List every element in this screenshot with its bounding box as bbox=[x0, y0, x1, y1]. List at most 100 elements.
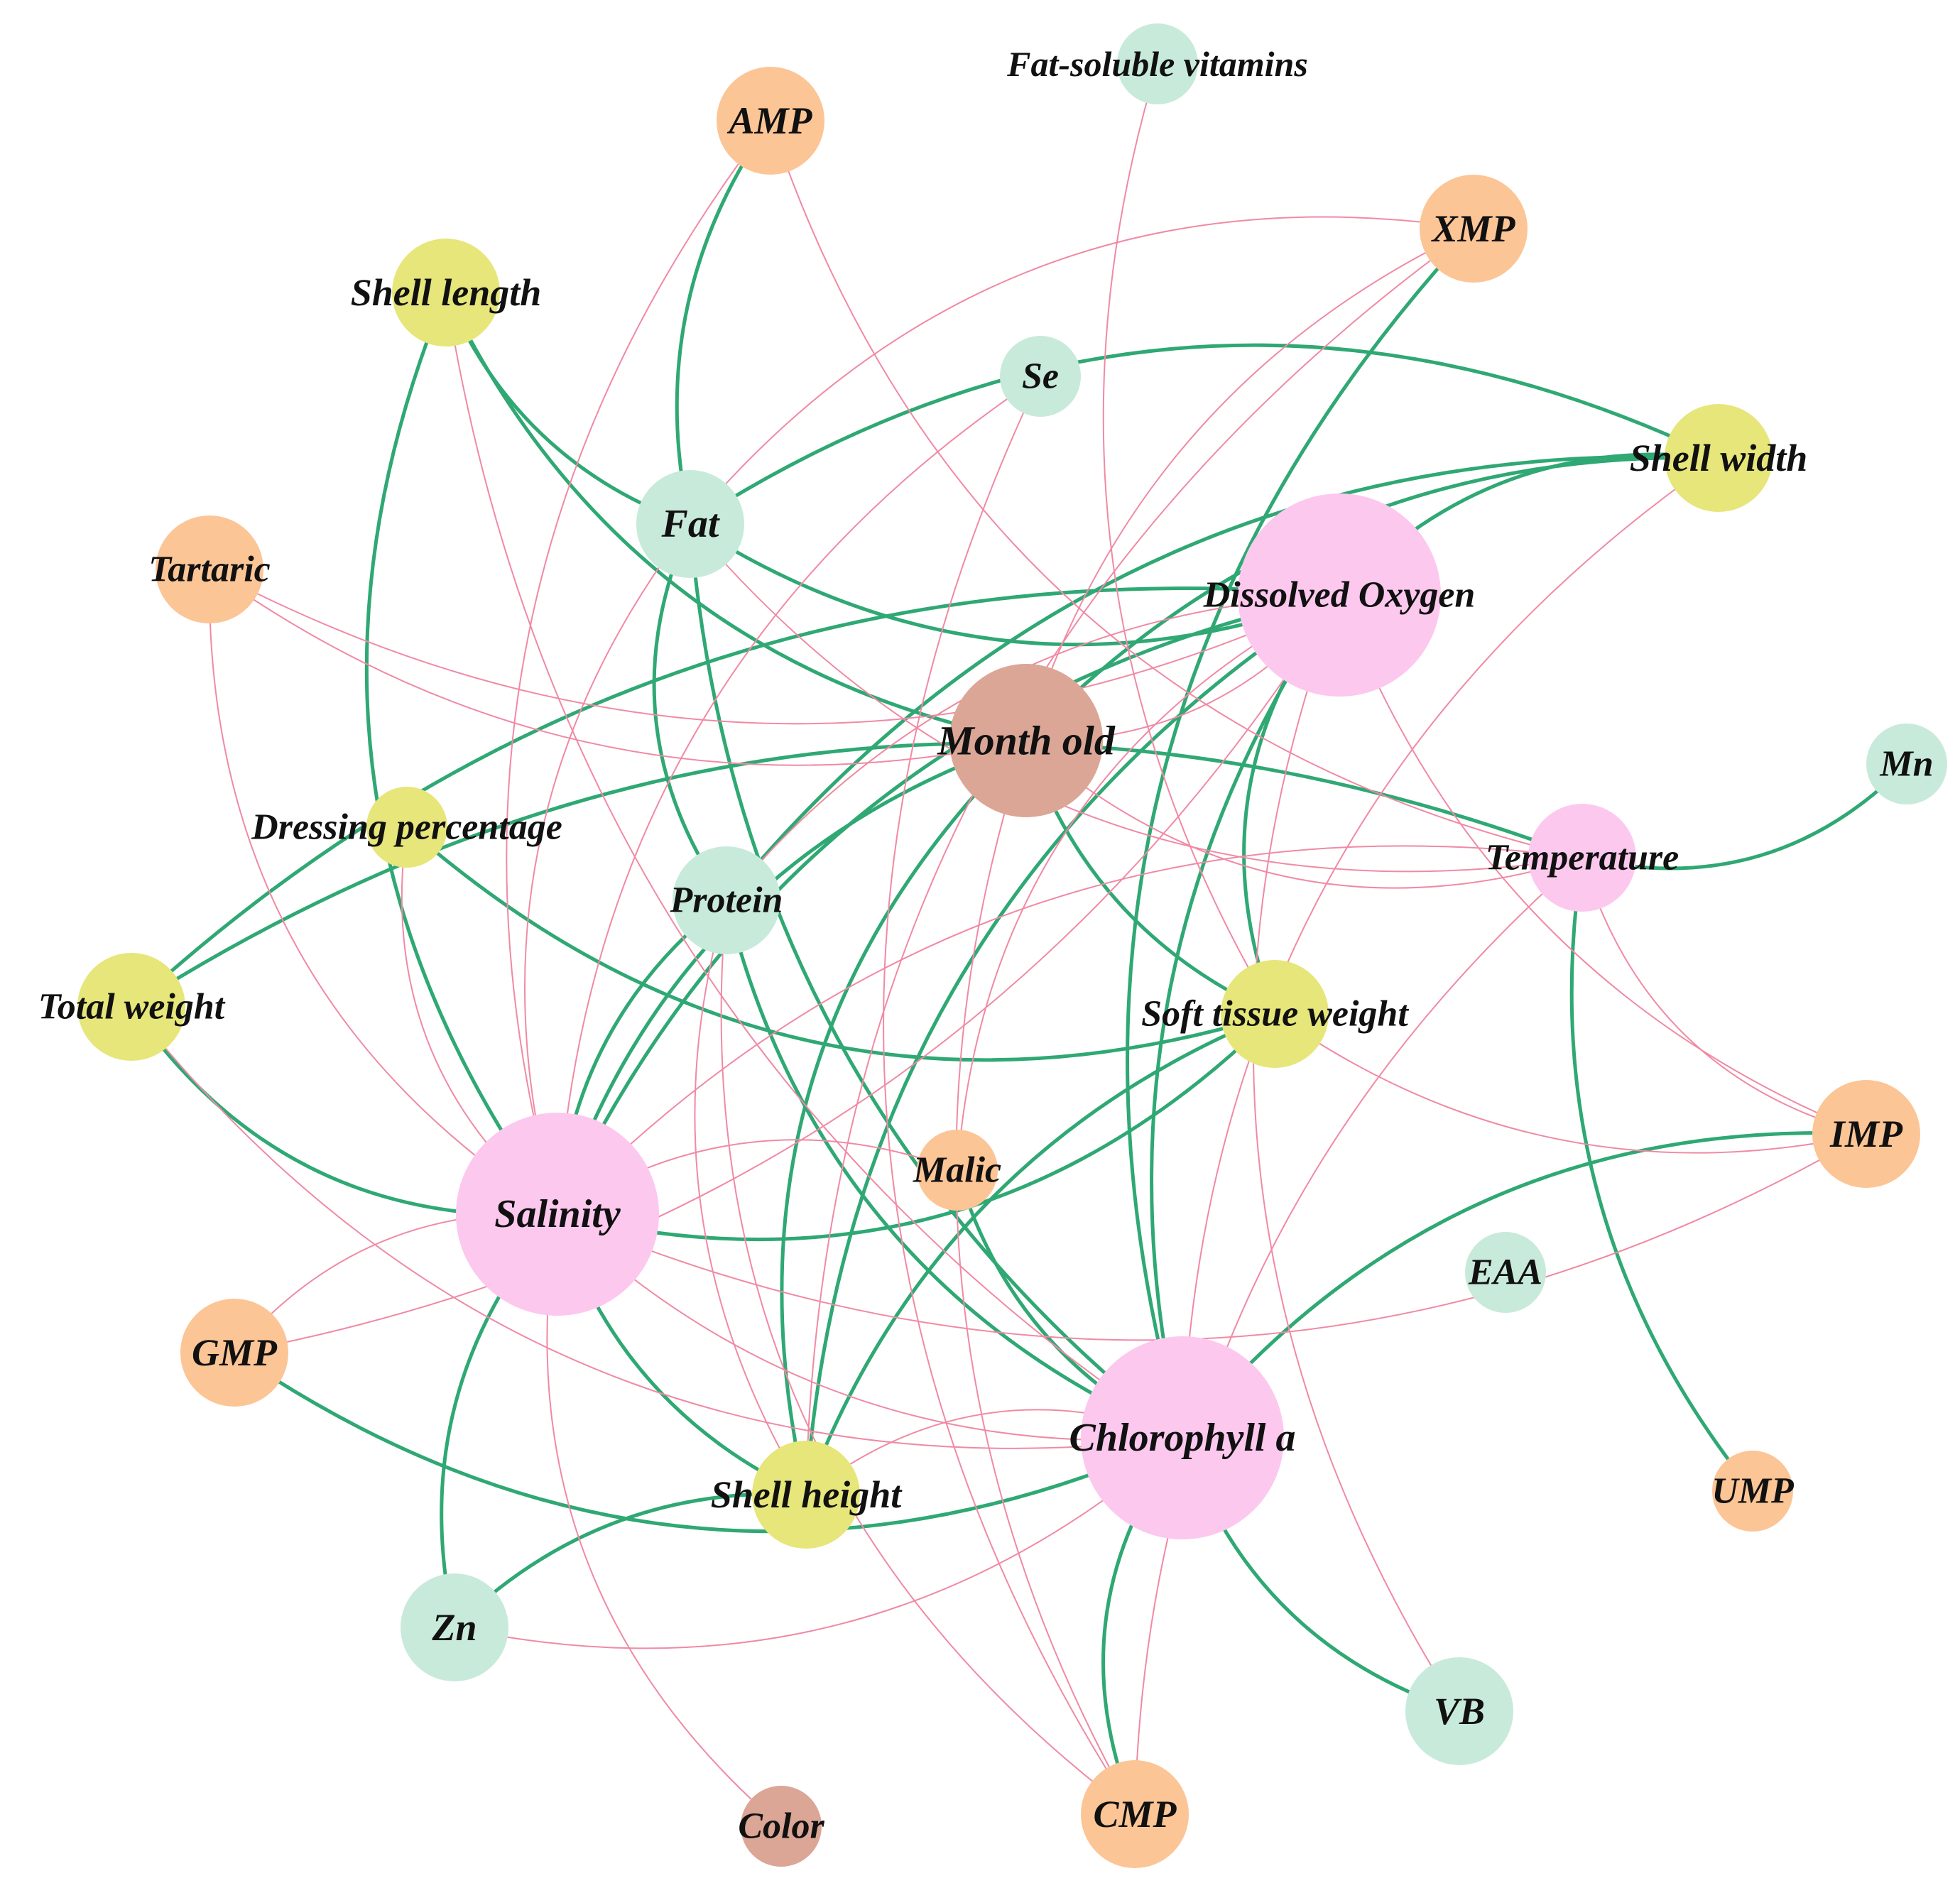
edge-fat-protein bbox=[652, 523, 729, 902]
node-fat-soluble-vitamins: Fat-soluble vitamins bbox=[1006, 23, 1308, 104]
node-fat: Fat bbox=[636, 470, 744, 578]
edge-temperature-total-weight bbox=[130, 741, 1583, 1009]
node-circle-protein bbox=[673, 846, 780, 954]
node-label-imp: IMP bbox=[1829, 1113, 1903, 1155]
node-label-fat: Fat bbox=[661, 502, 720, 546]
edge-tartaric-salinity bbox=[208, 569, 558, 1215]
edge-amp-temperature bbox=[770, 120, 1583, 858]
node-label-shell-height: Shell height bbox=[711, 1473, 903, 1516]
edge-fat-salinity bbox=[524, 523, 691, 1215]
node-circle-fat bbox=[636, 470, 744, 578]
node-xmp: XMP bbox=[1420, 175, 1528, 283]
edge-dissolved-oxygen-chlorophyll-a bbox=[1150, 594, 1341, 1439]
edge-dissolved-oxygen-total-weight bbox=[130, 586, 1340, 1008]
edge-protein-cmp bbox=[720, 900, 1136, 1815]
edge-xmp-fat bbox=[690, 216, 1474, 525]
edge-zn-chlorophyll-a bbox=[454, 1437, 1183, 1649]
node-label-temperature: Temperature bbox=[1486, 838, 1679, 878]
node-color: Color bbox=[738, 1786, 824, 1867]
node-label-ump: UMP bbox=[1711, 1471, 1795, 1512]
edge-protein-shell-height bbox=[694, 900, 807, 1495]
edge-shell-width-fat bbox=[689, 343, 1720, 526]
node-label-dressing-percentage: Dressing percentage bbox=[251, 807, 562, 848]
edge-dressing-percentage-soft-tissue-weight bbox=[405, 826, 1275, 1062]
node-label-vb: VB bbox=[1434, 1690, 1485, 1733]
node-label-dissolved-oxygen: Dissolved Oxygen bbox=[1203, 575, 1476, 616]
node-tartaric: Tartaric bbox=[148, 515, 271, 623]
node-circle-shell-height bbox=[752, 1441, 860, 1549]
node-label-protein: Protein bbox=[670, 880, 783, 921]
node-circle-amp bbox=[717, 67, 824, 175]
node-circle-xmp bbox=[1420, 175, 1528, 283]
node-label-month-old: Month old bbox=[937, 718, 1116, 764]
node-total-weight: Total weight bbox=[38, 953, 226, 1061]
edge-dissolved-oxygen-vb bbox=[1253, 594, 1460, 1712]
node-vb: VB bbox=[1405, 1657, 1513, 1765]
edge-shell-width-chlorophyll-a bbox=[1182, 457, 1719, 1439]
edge-xmp-chlorophyll-a bbox=[1126, 227, 1475, 1439]
edge-amp-fat bbox=[675, 119, 773, 525]
edge-temperature-cmp bbox=[1134, 857, 1583, 1815]
edge-month-old-cmp bbox=[955, 740, 1136, 1815]
edge-gmp-dissolved-oxygen bbox=[234, 594, 1340, 1353]
node-shell-width: Shell width bbox=[1630, 404, 1807, 512]
node-circle-temperature bbox=[1528, 804, 1636, 912]
edge-month-old-shell-height bbox=[780, 739, 1028, 1495]
edge-salinity-chlorophyll-a bbox=[557, 1213, 1183, 1441]
node-label-salinity: Salinity bbox=[494, 1192, 621, 1236]
node-circle-se bbox=[1000, 336, 1081, 417]
node-label-xmp: XMP bbox=[1430, 207, 1515, 250]
edge-fat-soluble-vitamins-soft-tissue-weight bbox=[1102, 63, 1275, 1015]
node-imp: IMP bbox=[1812, 1080, 1920, 1188]
node-label-total-weight: Total weight bbox=[38, 987, 226, 1027]
node-circle-eaa bbox=[1465, 1232, 1546, 1313]
node-circle-ump bbox=[1712, 1451, 1793, 1532]
edge-se-salinity bbox=[557, 376, 1041, 1215]
edge-amp-salinity bbox=[506, 120, 771, 1215]
node-circle-chlorophyll-a bbox=[1081, 1336, 1284, 1539]
node-label-gmp: GMP bbox=[192, 1331, 278, 1374]
node-label-zn: Zn bbox=[431, 1606, 477, 1649]
node-month-old: Month old bbox=[937, 664, 1116, 817]
node-dissolved-oxygen: Dissolved Oxygen bbox=[1203, 493, 1476, 697]
edge-soft-tissue-weight-shell-height bbox=[804, 1012, 1275, 1495]
node-circle-total-weight bbox=[77, 953, 185, 1061]
node-label-color: Color bbox=[738, 1806, 824, 1847]
node-circle-color bbox=[741, 1786, 822, 1867]
node-circle-fat-soluble-vitamins bbox=[1117, 23, 1198, 104]
node-circle-mn bbox=[1866, 724, 1947, 804]
node-label-malic: Malic bbox=[913, 1150, 1001, 1191]
node-label-se: Se bbox=[1022, 356, 1059, 397]
node-zn: Zn bbox=[401, 1573, 508, 1681]
edge-tartaric-month-old bbox=[209, 569, 1027, 766]
node-dressing-percentage: Dressing percentage bbox=[251, 787, 562, 868]
node-circle-month-old bbox=[949, 664, 1103, 817]
node-circle-gmp bbox=[180, 1299, 288, 1407]
node-circle-zn bbox=[401, 1573, 508, 1681]
edge-shell-length-salinity bbox=[364, 292, 560, 1216]
edge-salinity-imp bbox=[557, 1133, 1867, 1341]
node-gmp: GMP bbox=[180, 1299, 288, 1407]
edge-month-old-temperature bbox=[1025, 740, 1583, 889]
node-label-cmp: CMP bbox=[1093, 1793, 1177, 1835]
node-circle-tartaric bbox=[156, 515, 263, 623]
node-chlorophyll-a: Chlorophyll a bbox=[1069, 1336, 1295, 1539]
node-label-amp: AMP bbox=[726, 99, 812, 142]
node-label-shell-length: Shell length bbox=[351, 271, 542, 314]
node-circle-shell-length bbox=[392, 239, 500, 347]
node-circle-cmp bbox=[1081, 1760, 1189, 1868]
node-circle-malic bbox=[917, 1130, 998, 1211]
edges-layer bbox=[129, 63, 1908, 1827]
edge-shell-width-protein bbox=[725, 454, 1719, 902]
node-malic: Malic bbox=[913, 1130, 1001, 1211]
edge-xmp-shell-height bbox=[805, 228, 1474, 1495]
edge-gmp-chlorophyll-a bbox=[233, 1350, 1184, 1534]
edge-fat-temperature bbox=[690, 523, 1583, 873]
edge-salinity-color bbox=[546, 1213, 782, 1827]
edge-imp-chlorophyll-a bbox=[1181, 1131, 1867, 1439]
edge-dissolved-oxygen-imp bbox=[1339, 594, 1867, 1135]
node-circle-shell-width bbox=[1665, 404, 1773, 512]
node-soft-tissue-weight: Soft tissue weight bbox=[1141, 960, 1409, 1068]
